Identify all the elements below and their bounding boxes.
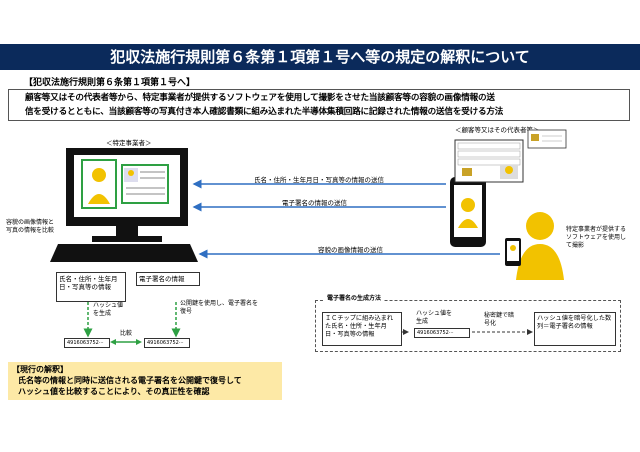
id-card-icon [454,139,524,183]
chip-card-icon [527,129,567,149]
public-key-note: 公開鍵を使用し、電子署名を復号 [180,300,259,315]
right-header: ＜顧客等又はその代表者等＞ [455,126,540,134]
description-box: 顧客等又はその代表者等から、特定事業者が提供するソフトウェアを使用して撮影をさせ… [8,89,630,121]
info-box-signature: 電子署名の情報 [136,272,200,286]
monitor-icon [50,148,198,262]
generation-hash-value: 4916063752··· [414,328,470,338]
hash-generate-label: ハッシュ値を生成 [93,302,124,317]
encrypt-label: 秘密鍵で暗号化 [484,312,515,327]
section-label: 【犯収法施行規則第６条第１項第１号へ】 [24,78,196,88]
generation-source-box: ＩＣチップに組み込まれた氏名・住所・生年月日・写真等の情報 [322,312,402,346]
generation-title: 電子署名の生成方法 [324,295,385,303]
compare-note: 容貌の画像情報と写真の情報を比較 [6,219,55,234]
software-note: 特定事業者が提供するソフトウェアを使用して撮影 [566,226,627,249]
hash-value-left: 4916063752··· [64,338,110,348]
arrow-face-label: 容貌の画像情報の送信 [318,246,383,254]
generation-signature-box: ハッシュ値を暗号化した数列＝電子署名の情報 [534,312,616,346]
current-heading: 【現行の解釈】 [12,365,68,374]
current-line-2: ハッシュ値を比較することにより、その真正性を確認 [18,387,210,396]
description-line-1: 顧客等又はその代表者等から、特定事業者が提供するソフトウェアを使用して撮影をさせ… [25,93,495,103]
description-line-2: 信を受けるとともに、当該顧客等の写真付き本人確認書類に組み込まれた半導体集積回路… [25,107,504,117]
hash-value-right: 4916063752··· [144,338,190,348]
current-interpretation-box: 【現行の解釈】 氏名等の情報と同時に送信される電子署名を公開鍵で復号して ハッシ… [8,362,282,400]
compare-label: 比較 [120,330,133,337]
info-box-personal: 氏名・住所・生年月日・写真等の情報 [56,272,126,302]
left-header: ＜特定事業者＞ [106,139,152,147]
phone-icon [450,177,486,247]
arrow-info-label: 氏名・住所・生年月日・写真等の情報の送信 [254,176,384,184]
person-icon [505,212,564,280]
arrow-signature-label: 電子署名の情報の送信 [282,199,347,207]
current-line-1: 氏名等の情報と同時に送信される電子署名を公開鍵で復号して [18,376,242,385]
generation-hash-label: ハッシュ値を生成 [416,310,453,325]
page-title: 犯収法施行規則第６条第１項第１号へ等の規定の解釈について [0,44,640,70]
signature-generation-box [315,300,621,352]
